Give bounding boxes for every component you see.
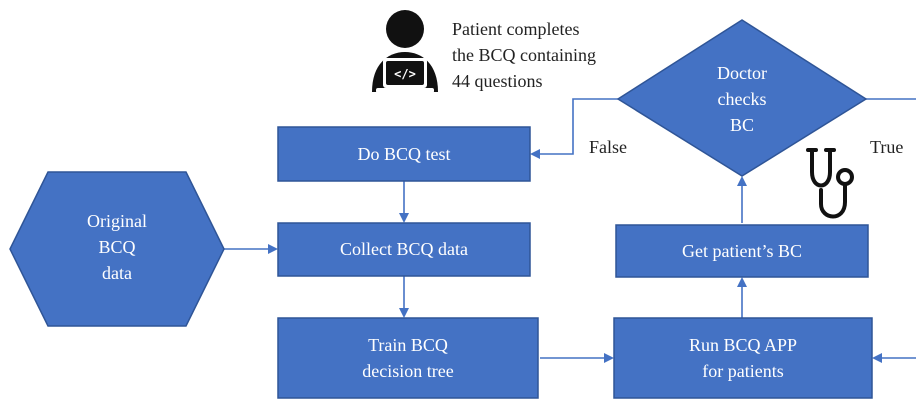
doctor-line-3: BC xyxy=(730,115,754,135)
hexagon-shape xyxy=(9,171,225,327)
annotation-line-1: Patient completes xyxy=(452,19,579,39)
doctor-line-2: checks xyxy=(718,89,767,109)
stethoscope-icon xyxy=(806,148,854,219)
train-line-2: decision tree xyxy=(362,361,453,381)
decision-diamond xyxy=(616,19,868,177)
node-original-bcq-data: Original BCQ data xyxy=(9,171,225,327)
original-line-2: BCQ xyxy=(98,237,135,257)
train-line-1: Train BCQ xyxy=(368,335,448,355)
do-test-label: Do BCQ test xyxy=(357,144,450,164)
collect-label: Collect BCQ data xyxy=(340,239,468,259)
process-box xyxy=(277,126,531,182)
doctor-line-1: Doctor xyxy=(717,63,767,83)
edge-label-true: True xyxy=(870,137,903,157)
connectors xyxy=(224,98,916,363)
node-do-bcq-test: Do BCQ test xyxy=(277,126,531,182)
original-line-3: data xyxy=(102,263,132,283)
node-run-bcq-app: Run BCQ APP for patients xyxy=(613,317,873,399)
node-get-patient-bc: Get patient’s BC xyxy=(615,224,869,278)
user-laptop-icon: </> xyxy=(372,10,438,93)
annotation-line-3: 44 questions xyxy=(452,71,543,91)
node-train-decision-tree: Train BCQ decision tree xyxy=(277,317,539,399)
process-box xyxy=(613,317,873,399)
arrow-doctor-false-to-dotest xyxy=(530,98,618,159)
node-collect-bcq-data: Collect BCQ data xyxy=(277,222,531,277)
process-box xyxy=(277,317,539,399)
run-line-1: Run BCQ APP xyxy=(689,335,797,355)
original-line-1: Original xyxy=(87,211,147,231)
patient-annotation: Patient completes the BCQ containing 44 … xyxy=(452,19,596,91)
process-box xyxy=(615,224,869,278)
run-line-2: for patients xyxy=(702,361,783,381)
annotation-line-2: the BCQ containing xyxy=(452,45,596,65)
process-box xyxy=(277,222,531,277)
edge-label-false: False xyxy=(589,137,627,157)
laptop-code-glyph: </> xyxy=(394,67,416,81)
node-doctor-checks-bc: Doctor checks BC xyxy=(616,19,868,177)
get-bc-label: Get patient’s BC xyxy=(682,241,802,261)
